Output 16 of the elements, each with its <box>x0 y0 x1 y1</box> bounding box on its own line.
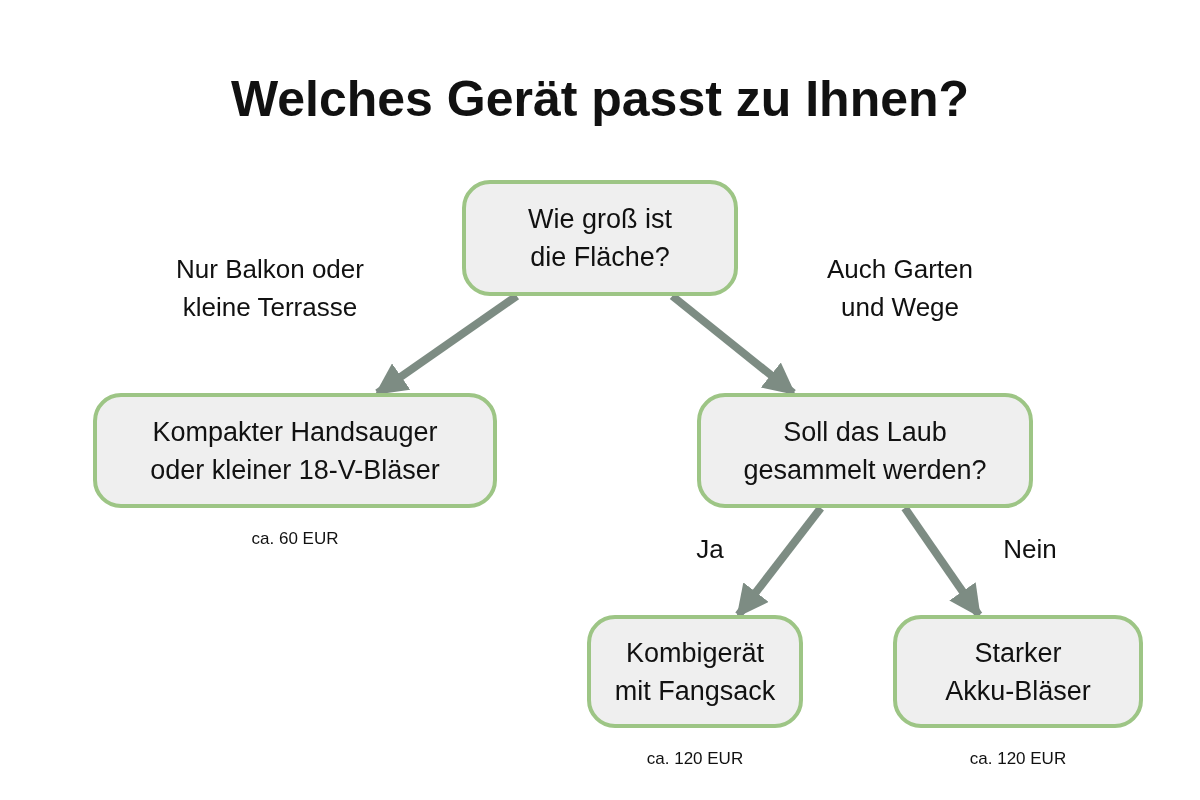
box-text: Kompakter Handsauger oder kleiner 18-V-Bläser <box>149 415 441 487</box>
diagram-title: Welches Gerät passt zu Ihnen? <box>229 70 971 129</box>
decision-box <box>93 393 497 508</box>
arrow <box>901 505 983 618</box>
arrow <box>735 505 824 618</box>
box-text: Soll das Laub gesammelt werden? <box>742 415 988 487</box>
price-note: ca. 60 EUR <box>250 528 340 550</box>
box-text: Starker Akku-Bläser <box>945 636 1091 708</box>
decision-box <box>587 615 803 728</box>
decision-box <box>893 615 1143 728</box>
decision-box <box>462 180 738 296</box>
box-text: Wie groß ist die Fläche? <box>527 203 673 274</box>
box-text: Kombigerät mit Fangsack <box>613 636 777 708</box>
decision-box <box>697 393 1033 508</box>
price-note: ca. 120 EUR <box>968 748 1068 770</box>
price-note: ca. 120 EUR <box>645 748 745 770</box>
